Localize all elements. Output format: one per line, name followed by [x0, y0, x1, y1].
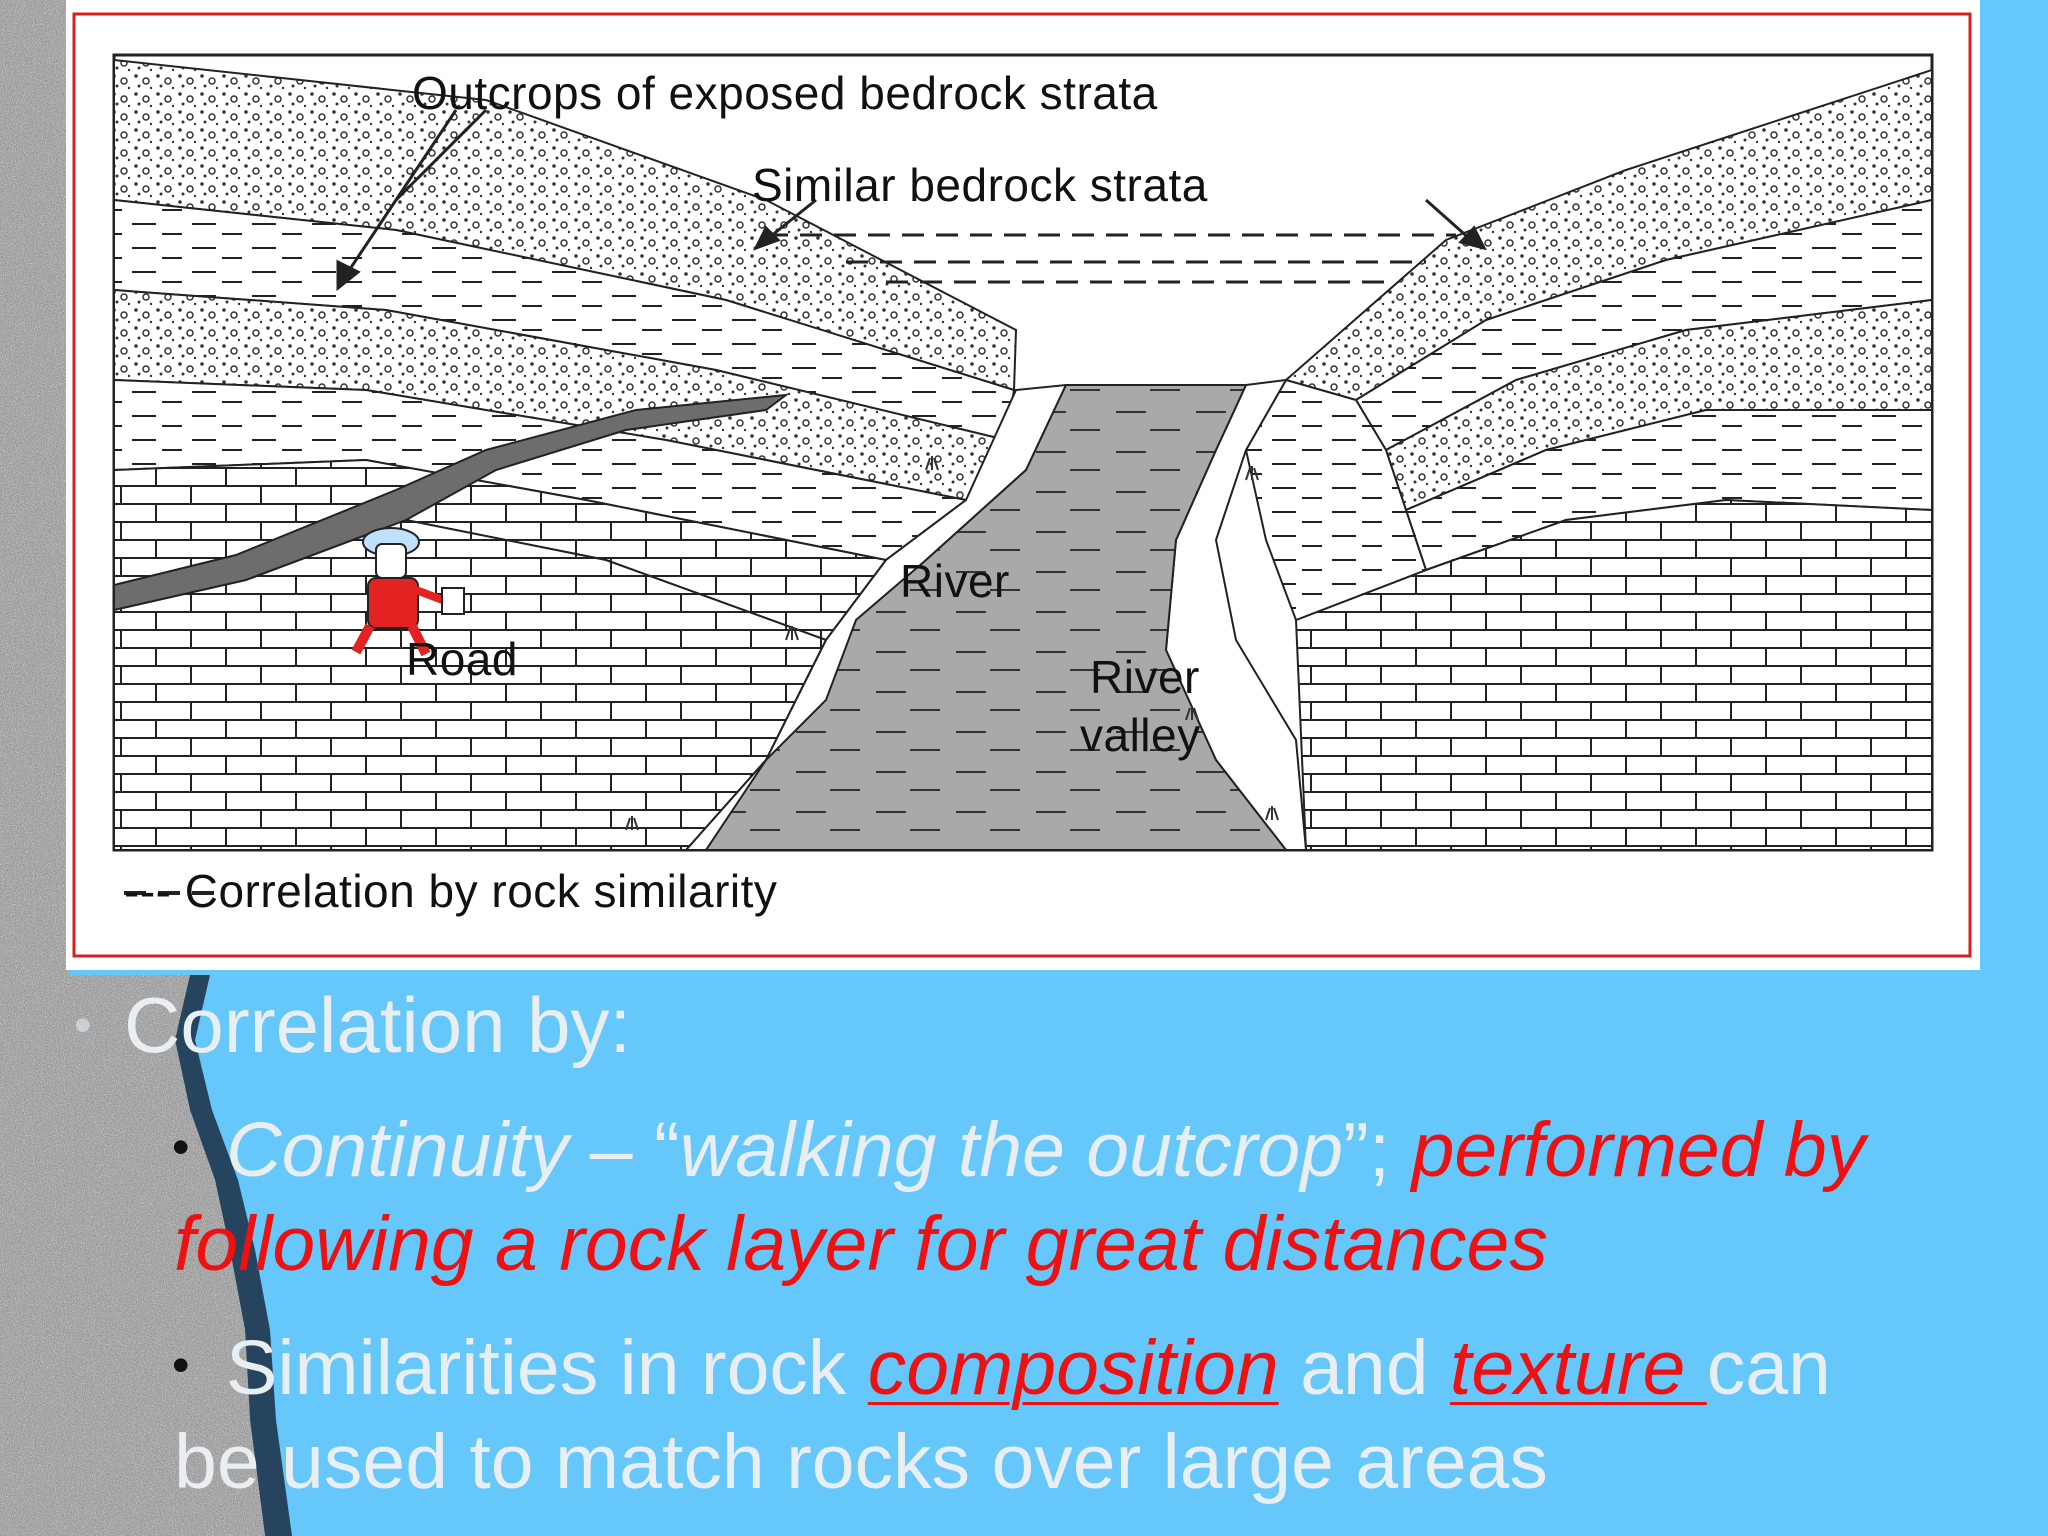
label-river: River [900, 555, 1010, 607]
red-frame [72, 12, 1972, 958]
term-continuity: Continuity [226, 1107, 569, 1193]
grass-tufts [625, 456, 1279, 831]
bullet-main: Correlation by: [124, 981, 632, 1069]
continuity-dash: – “ [568, 1107, 680, 1193]
label-similar-strata: Similar bedrock strata [752, 159, 1208, 211]
term-composition: composition [867, 1325, 1279, 1411]
term-texture: texture [1449, 1325, 1707, 1411]
road-band [114, 393, 790, 612]
label-outcrops: Outcrops of exposed bedrock strata [412, 67, 1158, 119]
and-text: and [1278, 1325, 1450, 1411]
bullet-dot-sub1: • [172, 1119, 190, 1175]
figure-drawing [72, 12, 1972, 958]
quote-walking: walking the outcrop [679, 1107, 1344, 1193]
strata-correlation-figure: Outcrops of exposed bedrock strata Simil… [66, 0, 1980, 970]
label-arrows [336, 108, 1487, 292]
label-road: Road [406, 633, 518, 685]
bullet-dot-sub2: • [172, 1337, 190, 1393]
label-river-valley-1: River [1090, 651, 1200, 703]
bullet-sub1-line1: Continuity – “walking the outcrop”; perf… [226, 1106, 1865, 1195]
quote-close: ”; [1343, 1107, 1412, 1193]
river [704, 384, 1288, 850]
can-text: can [1706, 1325, 1831, 1411]
red-performed-by: performed by [1411, 1107, 1866, 1193]
bullet-sub1-line2: following a rock layer for great distanc… [174, 1201, 1548, 1287]
bullet-sub2-line2: be used to match rocks over large areas [174, 1419, 1548, 1505]
geologist-figure [351, 527, 465, 657]
bullet-dot-main: • [74, 997, 92, 1053]
similarities-lead: Similarities in rock [226, 1325, 868, 1411]
bullet-sub2-line1: Similarities in rock composition and tex… [226, 1324, 1831, 1413]
correlation-dashed-lines [766, 233, 1456, 284]
label-river-valley-2: valley [1080, 709, 1201, 761]
rock-shadow [175, 975, 292, 1536]
legend-correlation: --- Correlation by rock similarity [124, 865, 778, 917]
